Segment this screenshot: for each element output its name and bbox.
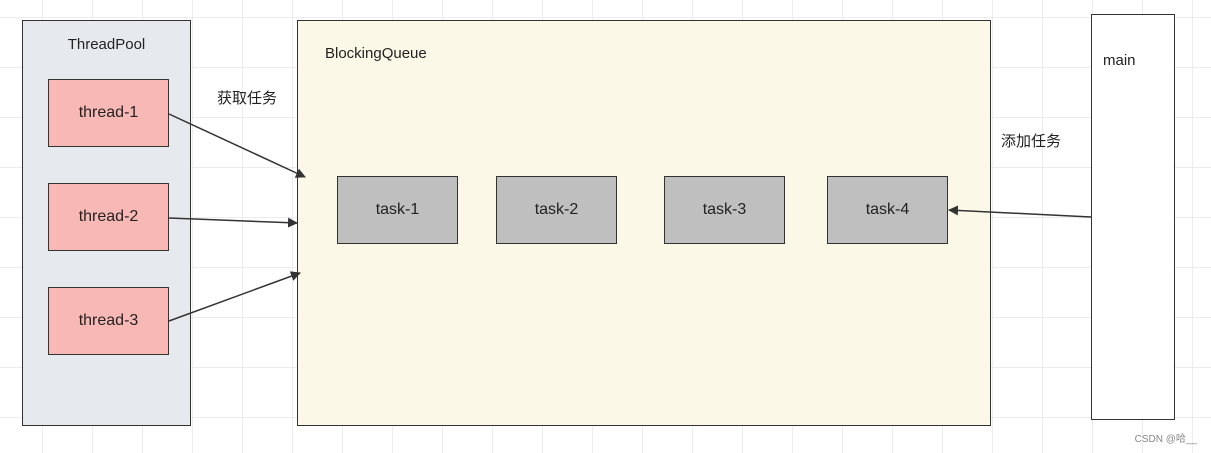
- task-4-node[interactable]: task-4: [827, 176, 948, 244]
- fetch-task-label: 获取任务: [217, 90, 278, 107]
- add-task-label: 添加任务: [1001, 133, 1062, 150]
- thread-3-node[interactable]: thread-3: [48, 287, 169, 355]
- thread-2-node[interactable]: thread-2: [48, 183, 169, 251]
- arrow-thread-1-to-queue: [168, 113, 306, 178]
- main-container: main: [1091, 14, 1175, 420]
- watermark: CSDN @哈__: [1134, 434, 1197, 445]
- thread-pool-title: ThreadPool: [67, 36, 146, 53]
- task-3-node[interactable]: task-3: [664, 176, 785, 244]
- blocking-queue-title: BlockingQueue: [325, 45, 427, 62]
- arrow-thread-2-to-queue: [168, 217, 298, 228]
- task-1-node[interactable]: task-1: [337, 176, 458, 244]
- arrow-thread-3-to-queue: [168, 271, 301, 322]
- main-title: main: [1103, 52, 1136, 69]
- task-2-node[interactable]: task-2: [496, 176, 617, 244]
- arrow-main-to-task-4: [948, 205, 1092, 218]
- thread-1-node[interactable]: thread-1: [48, 79, 169, 147]
